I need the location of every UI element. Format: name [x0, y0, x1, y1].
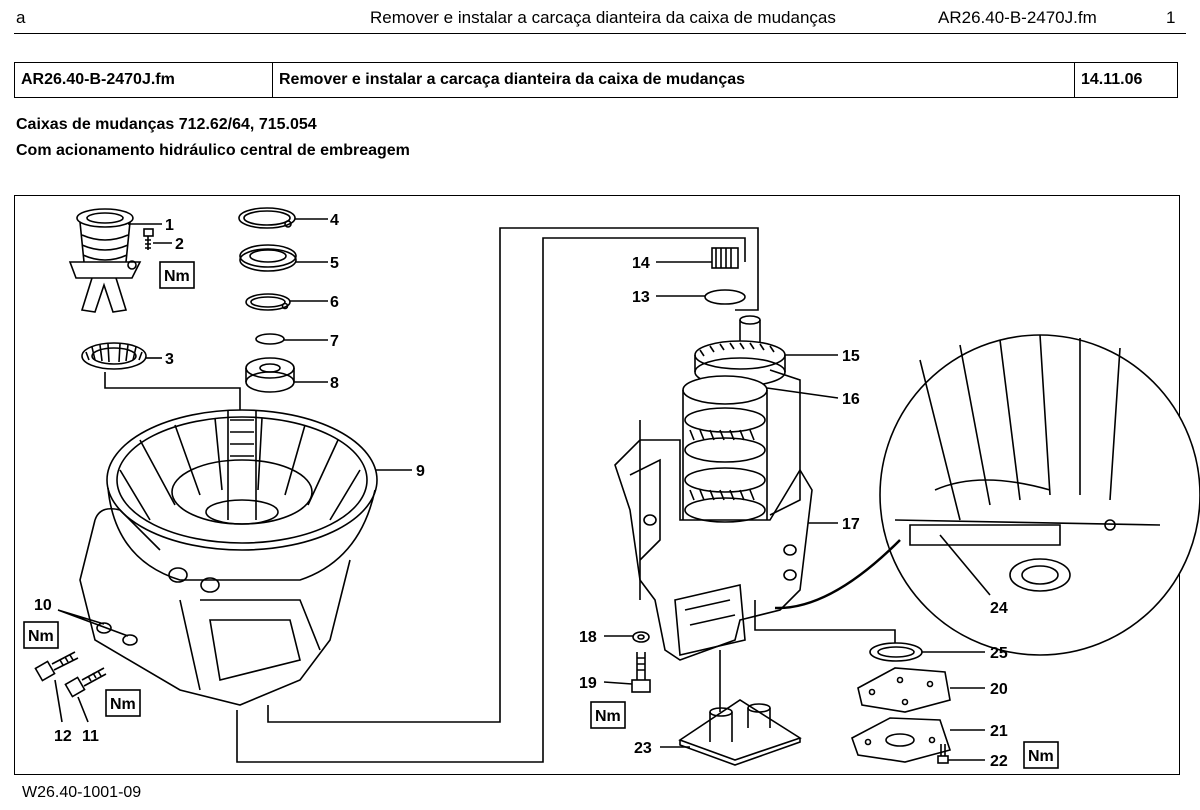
seal-ring-3-drawing [81, 342, 147, 370]
callout-6: 6 [330, 294, 339, 311]
snap-ring-4-drawing [238, 207, 296, 229]
mainshaft-15-drawing [694, 315, 786, 387]
callout-9: 9 [416, 463, 425, 480]
callout-5: 5 [330, 255, 339, 272]
subtitle-models: Caixas de mudanças 712.62/64, 715.054 [16, 116, 317, 133]
torque-label-1: Nm [164, 268, 190, 285]
seal-25-drawing [869, 642, 923, 662]
plate-23-drawing [678, 699, 802, 766]
bell-housing-9-drawing [79, 409, 378, 706]
torque-box-5 [1023, 741, 1059, 769]
meta-title: Remover e instalar a carcaça dianteira d… [272, 62, 1075, 98]
callout-18: 18 [579, 629, 597, 646]
figure-id: W26.40-1001-09 [22, 784, 142, 801]
callout-3: 3 [165, 351, 174, 368]
ring-5-drawing [239, 244, 297, 272]
callout-16: 16 [842, 391, 860, 408]
callout-24: 24 [990, 600, 1008, 617]
callout-1: 1 [165, 217, 174, 234]
bolt-12-drawing [34, 651, 79, 682]
callout-22: 22 [990, 753, 1008, 770]
meta-file: AR26.40-B-2470J.fm [14, 62, 273, 98]
header-title: Remover e instalar a carcaça dianteira d… [370, 8, 836, 27]
subtitle-clutch: Com acionamento hidráulico central de em… [16, 142, 410, 159]
circlip-7-drawing [255, 333, 285, 345]
torque-label-5: Nm [1028, 748, 1054, 765]
header-file: AR26.40-B-2470J.fm [938, 8, 1097, 27]
callout-13: 13 [632, 289, 650, 306]
meta-date: 14.11.06 [1074, 62, 1178, 98]
callout-8: 8 [330, 375, 339, 392]
document-meta-table: AR26.40-B-2470J.fm Remover e instalar a … [14, 62, 1178, 98]
callout-19: 19 [579, 675, 597, 692]
callout-20: 20 [990, 681, 1008, 698]
detail-view-24-drawing [774, 334, 1200, 656]
torque-label-2: Nm [28, 628, 54, 645]
callout-15: 15 [842, 348, 860, 365]
bolt-19-drawing [631, 652, 651, 693]
gasket-20-drawing [857, 667, 951, 713]
header-left-letter: a [16, 8, 26, 27]
callout-25: 25 [990, 645, 1008, 662]
header-rule [14, 33, 1186, 34]
gearbox-housing-17-drawing [614, 420, 813, 661]
callout-12: 12 [54, 728, 72, 745]
needle-bearing-14-drawing [711, 247, 739, 269]
callout-11: 11 [82, 728, 99, 745]
header-page-number: 1 [1166, 8, 1176, 27]
callout-7: 7 [330, 333, 339, 350]
release-cylinder-drawing [68, 208, 142, 313]
torque-box-2 [23, 621, 59, 649]
snap-ring-6-drawing [245, 293, 291, 311]
torque-label-3: Nm [110, 696, 136, 713]
bolt-2-drawing [143, 228, 154, 250]
callout-2: 2 [175, 236, 184, 253]
torque-box-4 [590, 701, 626, 729]
cover-21-drawing [851, 717, 952, 763]
ring-13-drawing [704, 289, 746, 305]
callout-21: 21 [990, 723, 1008, 740]
washers-10-drawing [96, 622, 138, 646]
gear-cluster-16-drawing [682, 369, 801, 523]
torque-box-1 [159, 261, 195, 289]
torque-box-3 [105, 689, 141, 717]
callout-23: 23 [634, 740, 652, 757]
callout-14: 14 [632, 255, 650, 272]
page-header: a Remover e instalar a carcaça dianteira… [0, 0, 1200, 34]
torque-label-4: Nm [595, 708, 621, 725]
bearing-8-drawing [245, 357, 295, 393]
washer-18-drawing [632, 631, 650, 643]
callout-4: 4 [330, 212, 339, 229]
bolt-11-drawing [64, 667, 107, 698]
callout-10: 10 [34, 597, 52, 614]
callout-17: 17 [842, 516, 860, 533]
